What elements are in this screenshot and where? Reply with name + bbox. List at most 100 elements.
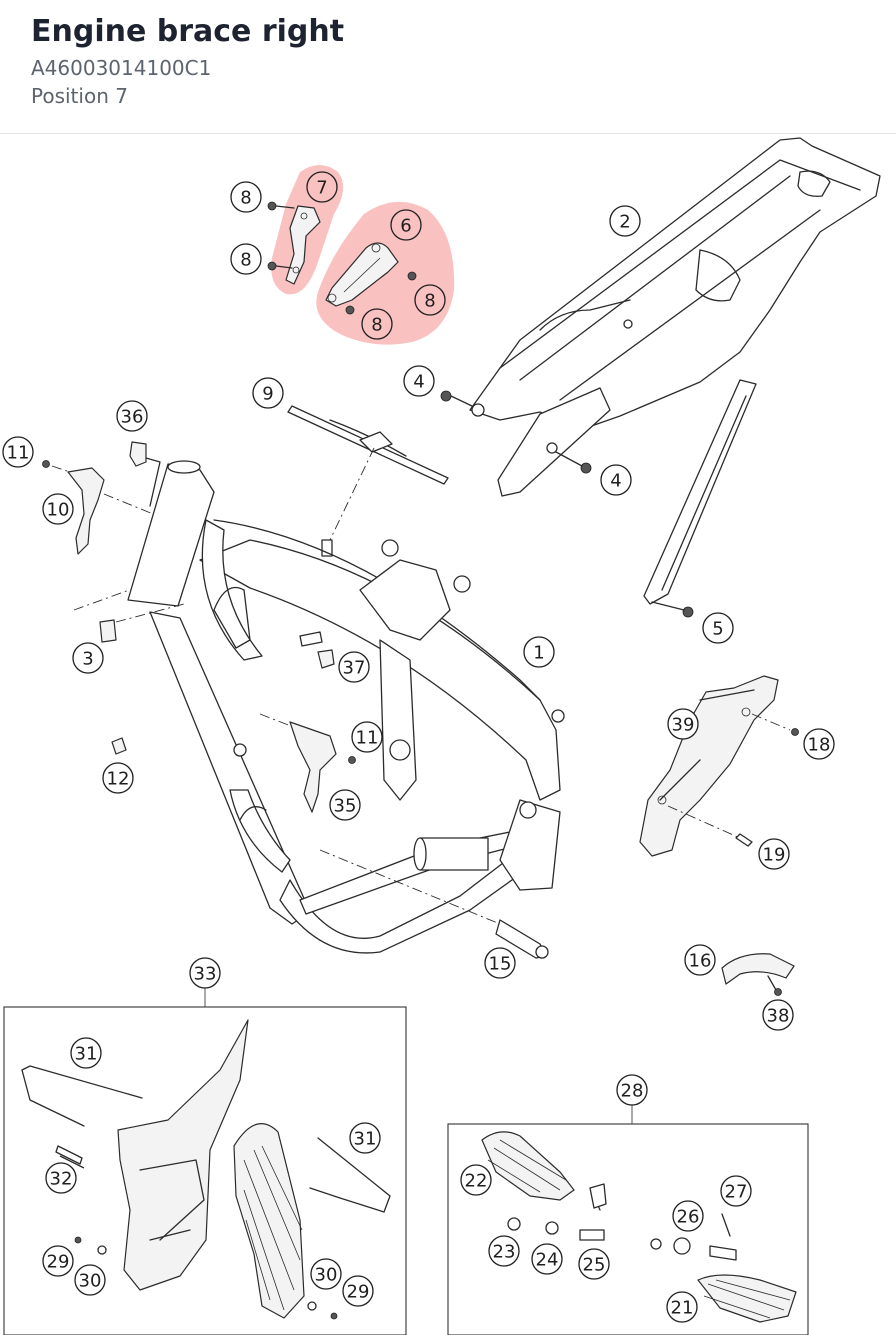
engine-brace-part-6[interactable] [325,242,417,315]
callout-label: 26 [677,1207,700,1228]
callout-31[interactable]: 31 [349,1122,381,1154]
callout-8[interactable]: 8 [361,308,393,340]
main-frame-part-1[interactable] [127,460,565,954]
callout-label: 29 [47,1252,70,1273]
callout-8[interactable]: 8 [414,284,446,316]
callout-label: 5 [712,619,723,640]
bracket-part-10[interactable] [67,467,105,555]
callout-circle [252,377,284,409]
callout-label: 11 [356,728,379,749]
part-16[interactable] [721,953,795,985]
callout-21[interactable]: 21 [666,1291,698,1323]
callout-26[interactable]: 26 [672,1200,704,1232]
callout-circle [349,1122,381,1154]
callout-15[interactable]: 15 [484,947,516,979]
callout-label: 37 [343,658,366,679]
callout-label: 27 [725,1182,748,1203]
callout-label: 25 [583,1255,606,1276]
callout-36[interactable]: 36 [116,400,148,432]
callout-circle [351,721,383,753]
callout-32[interactable]: 32 [45,1162,77,1194]
callout-8[interactable]: 8 [230,181,262,213]
callout-29[interactable]: 29 [42,1245,74,1277]
callout-19[interactable]: 19 [758,838,790,870]
callout-30[interactable]: 30 [74,1264,106,1296]
callout-circle [667,708,699,740]
kit-box-28 [447,1123,809,1335]
strap-part-9[interactable] [287,405,449,485]
callout-29[interactable]: 29 [342,1275,374,1307]
callout-circle [488,1235,520,1267]
subframe-part-2[interactable] [469,137,881,605]
callout-3[interactable]: 3 [72,642,104,674]
callout-circle [306,171,338,203]
callout-label: 35 [334,796,357,817]
callout-circle [523,636,555,668]
callout-label: 29 [347,1282,370,1303]
callout-37[interactable]: 37 [338,651,370,683]
callout-label: 36 [121,407,144,428]
callout-label: 7 [316,178,327,199]
callout-circle [600,464,632,496]
callout-label: 33 [194,964,217,985]
footrest-part-22[interactable] [481,1131,575,1201]
callout-label: 8 [424,291,435,312]
callout-1[interactable]: 1 [523,636,555,668]
callout-23[interactable]: 23 [488,1235,520,1267]
clip-part-37[interactable] [317,649,335,669]
frame-protector-right[interactable] [233,1123,305,1319]
callout-label: 3 [82,649,93,670]
frame-protector-left[interactable] [117,1019,249,1291]
callout-28[interactable]: 28 [616,1074,648,1106]
callout-6[interactable]: 6 [390,209,422,241]
guard-part-39[interactable] [639,675,779,857]
callout-12[interactable]: 12 [102,762,134,794]
callout-label: 2 [619,212,630,233]
callout-5[interactable]: 5 [702,612,734,644]
callout-circle [672,1200,704,1232]
callout-2[interactable]: 2 [609,205,641,237]
callout-circle [74,1264,106,1296]
callout-label: 30 [315,1265,338,1286]
bumper-part-3[interactable] [99,619,117,643]
position-label: Position 7 [31,84,128,108]
callout-35[interactable]: 35 [329,789,361,821]
exploded-parts-diagram: 7688882445936111031371112353918191516383… [2,137,881,1335]
callout-circle [329,789,361,821]
callout-24[interactable]: 24 [531,1243,563,1275]
callout-circle [230,181,262,213]
cover-part-35[interactable] [289,721,337,813]
callout-18[interactable]: 18 [803,728,835,760]
callout-label: 12 [107,769,130,790]
callout-30[interactable]: 30 [310,1258,342,1290]
callout-16[interactable]: 16 [684,944,716,976]
callout-11[interactable]: 11 [351,721,383,753]
callout-38[interactable]: 38 [762,999,794,1031]
callout-4[interactable]: 4 [403,365,435,397]
callout-33[interactable]: 33 [189,957,221,989]
callout-circle [616,1074,648,1106]
callout-circle [702,612,734,644]
callout-8[interactable]: 8 [230,243,262,275]
callout-circle [42,1245,74,1277]
callout-27[interactable]: 27 [720,1175,752,1207]
callout-10[interactable]: 10 [42,493,74,525]
footrest-part-21[interactable] [697,1274,797,1323]
callout-25[interactable]: 25 [578,1248,610,1280]
callout-31[interactable]: 31 [70,1037,102,1069]
callout-7[interactable]: 7 [306,171,338,203]
callout-39[interactable]: 39 [667,708,699,740]
callout-22[interactable]: 22 [460,1164,492,1196]
callout-circle [342,1275,374,1307]
engine-brace-part-7[interactable] [267,201,321,285]
callout-4[interactable]: 4 [600,464,632,496]
clip-part-12[interactable] [111,737,127,755]
callout-9[interactable]: 9 [252,377,284,409]
callout-11[interactable]: 11 [2,436,34,468]
clip-part-36[interactable] [129,441,147,467]
callout-label: 16 [689,951,712,972]
callout-circle [42,493,74,525]
callout-label: 4 [610,471,621,492]
callout-label: 9 [262,384,273,405]
callout-circle [45,1162,77,1194]
